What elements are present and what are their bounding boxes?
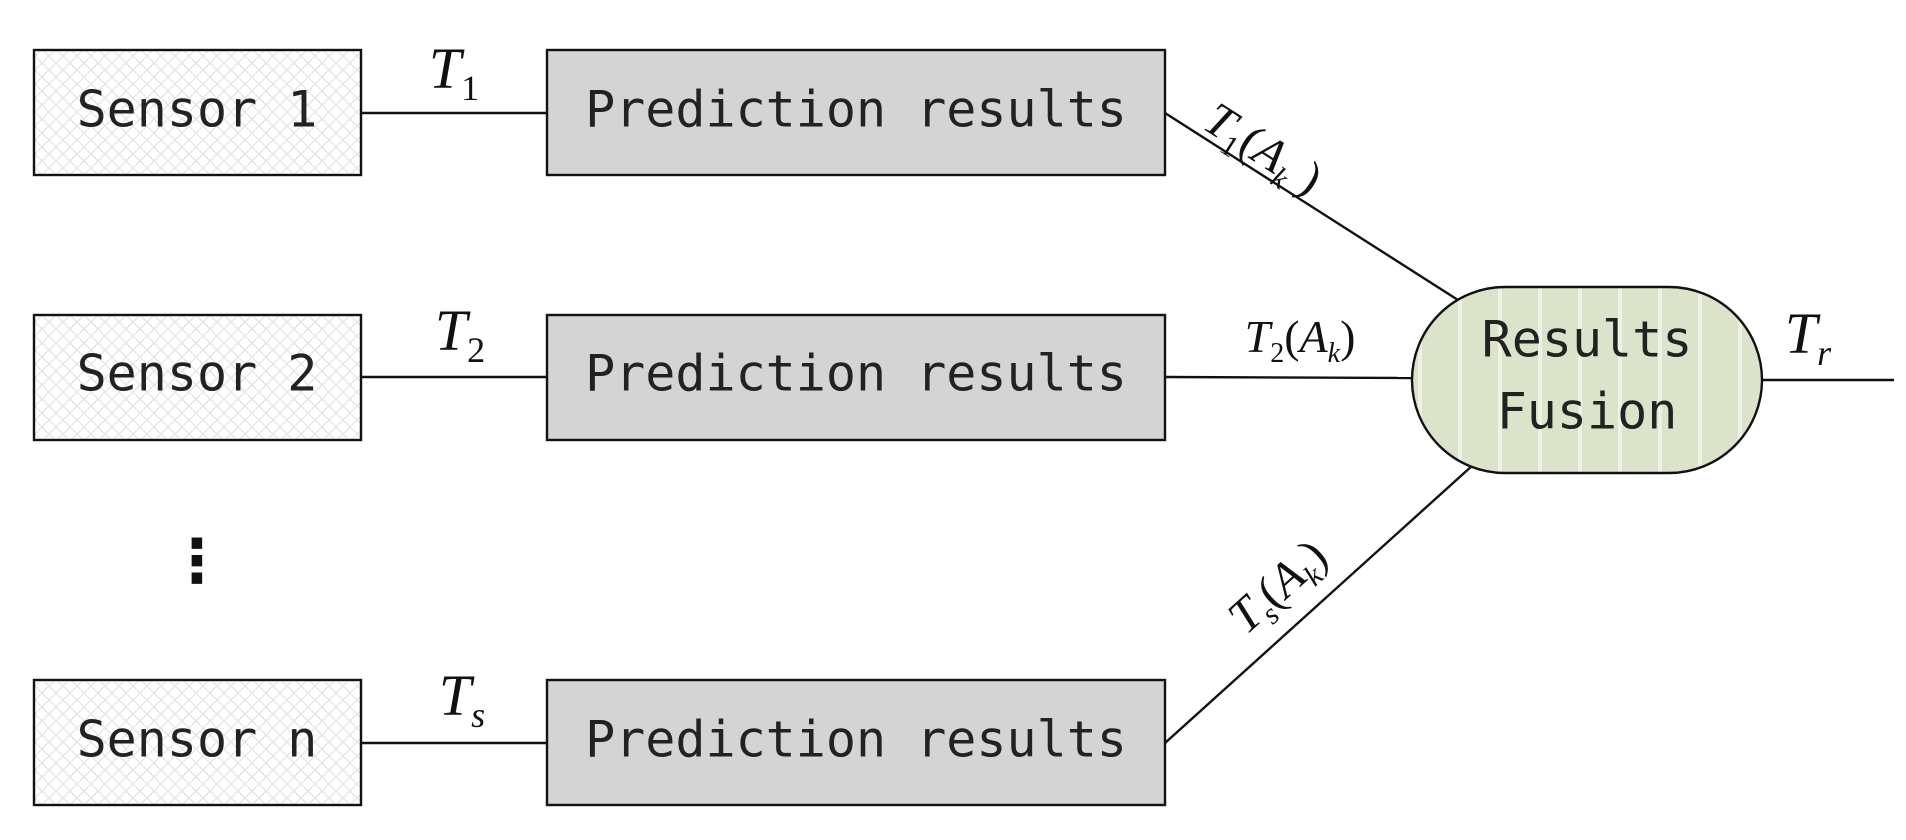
prediction-label-2: Prediction results (585, 345, 1127, 403)
prediction-label-1: Prediction results (585, 81, 1127, 139)
fusion-node: Results Fusion (1410, 285, 1764, 475)
connector-fusion-2 (1164, 375, 1413, 380)
sensor-node-2: Sensor 2 (32, 313, 363, 442)
sensor-node-n: Sensor n (32, 678, 363, 807)
connector-fusion-1 (1164, 111, 1459, 302)
fusion-label-line1: Results (1482, 311, 1693, 369)
edge-label-2: T2(Ak) (1245, 311, 1356, 369)
vertical-ellipsis: ⋮ (167, 527, 227, 597)
connector-fusion-n (1164, 464, 1474, 744)
sensor-label-n: Sensor n (77, 711, 318, 769)
output-label: Tr (1785, 301, 1832, 373)
signal-label-1: T1 (429, 36, 479, 108)
sensor-label-1: Sensor 1 (77, 81, 318, 139)
edge-label-1: T1(Ak ) (1192, 92, 1332, 211)
signal-label-2: T2 (435, 298, 485, 370)
sensor-node-1: Sensor 1 (32, 48, 363, 177)
edge-label-n: Ts(Ak) (1218, 529, 1341, 648)
fusion-label-line2: Fusion (1497, 383, 1678, 441)
prediction-node-1: Prediction results (545, 48, 1167, 177)
prediction-node-n: Prediction results (545, 678, 1167, 807)
signal-label-n: Ts (439, 663, 485, 735)
sensor-label-2: Sensor 2 (77, 345, 318, 403)
prediction-label-n: Prediction results (585, 711, 1127, 769)
prediction-node-2: Prediction results (545, 313, 1167, 442)
